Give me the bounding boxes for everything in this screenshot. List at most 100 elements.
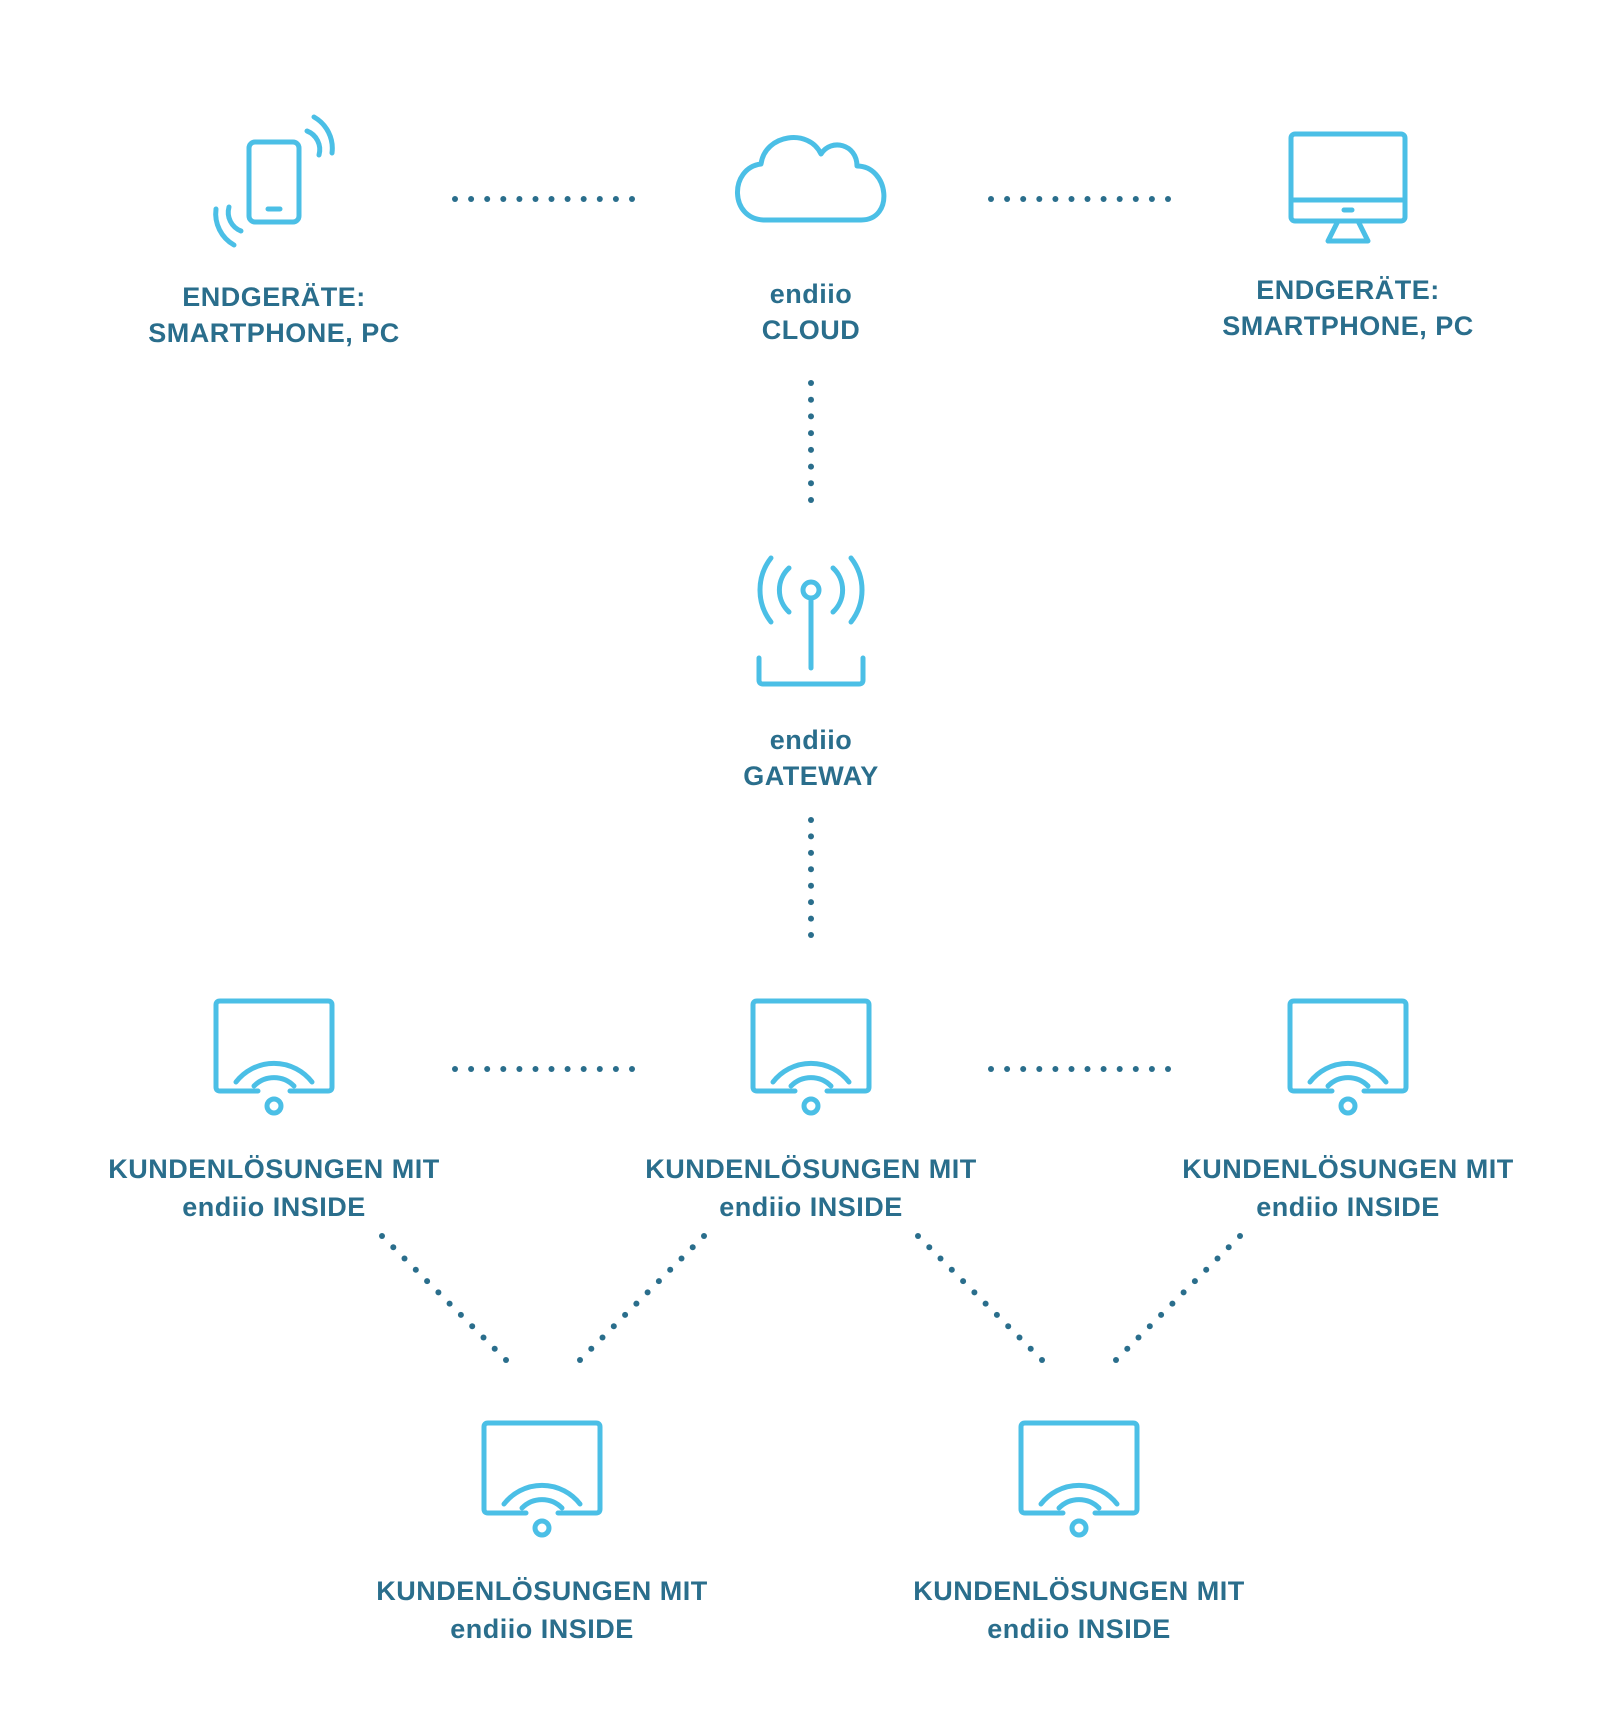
connector-dot: [808, 866, 814, 873]
connector-dot: [915, 1233, 921, 1239]
connector-dot: [1158, 1311, 1165, 1318]
connector-dot: [452, 196, 458, 202]
connector-dot: [612, 1066, 619, 1072]
connector-dot: [808, 430, 814, 437]
connector-dot: [960, 1278, 967, 1285]
connector-dot: [599, 1334, 606, 1341]
connector-dot: [580, 1066, 587, 1072]
cloud-icon: [735, 135, 887, 223]
connector-dot: [532, 1066, 539, 1072]
connector-dot: [548, 1066, 555, 1072]
label-phone-line2: SMARTPHONE, PC: [148, 318, 400, 348]
label-customer-3-line2: endiio INSIDE: [1256, 1192, 1440, 1222]
dots-phone-cloud: [452, 196, 635, 202]
connector-dot: [516, 196, 523, 202]
connector-dot: [457, 1311, 464, 1318]
connector-dot: [622, 1311, 629, 1318]
label-customer-4-line1: KUNDENLÖSUNGEN MIT: [376, 1576, 708, 1606]
connector-dot: [1146, 1323, 1153, 1330]
dots-cloud-gateway: [808, 380, 814, 503]
connector-dot: [1148, 1066, 1155, 1072]
connector-dot: [678, 1255, 685, 1262]
connector-dot: [808, 882, 814, 889]
connector-dot: [982, 1300, 989, 1307]
label-phone-line1: ENDGERÄTE:: [182, 282, 366, 312]
connector-dot: [633, 1300, 640, 1307]
connector-dot: [596, 196, 603, 202]
label-customer-1-line2: endiio INSIDE: [182, 1192, 366, 1222]
connector-dot: [808, 817, 814, 823]
connector-dot: [1113, 1357, 1119, 1363]
connector-dot: [1148, 196, 1155, 202]
wifi-device-icon: [213, 998, 335, 1116]
connector-dot: [1016, 1334, 1023, 1341]
dots-customer-2-customer-4: [577, 1233, 707, 1363]
connector-dot: [1214, 1255, 1221, 1262]
connector-dot: [948, 1266, 955, 1273]
connector-dot: [1052, 1066, 1059, 1072]
dots-customer-2-customer-3: [988, 1066, 1171, 1072]
connector-dot: [1036, 1066, 1043, 1072]
label-gateway-line1: endiio: [770, 725, 853, 755]
dots-customer-3-customer-5: [1113, 1233, 1243, 1363]
connector-dot: [701, 1233, 707, 1239]
connector-dot: [480, 1334, 487, 1341]
connector-dot: [988, 196, 994, 202]
connector-dot: [1169, 1300, 1176, 1307]
connector-dot: [484, 196, 491, 202]
connector-dot: [500, 1066, 507, 1072]
connector-dot: [468, 1066, 475, 1072]
monitor-icon: [1288, 131, 1408, 244]
label-pc-line2: SMARTPHONE, PC: [1222, 311, 1474, 341]
dots-customer-2-customer-5: [915, 1233, 1045, 1363]
connector-dot: [1005, 1323, 1012, 1330]
connector-dot: [469, 1323, 476, 1330]
connector-dot: [1068, 196, 1075, 202]
connector-dot: [808, 396, 814, 403]
connector-dot: [484, 1066, 491, 1072]
connector-dot: [808, 932, 814, 938]
connector-dot: [1020, 1066, 1027, 1072]
connector-dot: [452, 1066, 458, 1072]
dots-customer-1-customer-4: [379, 1233, 509, 1363]
connector-dot: [1068, 1066, 1075, 1072]
connector-dot: [1165, 196, 1171, 202]
label-customer-1-line1: KUNDENLÖSUNGEN MIT: [108, 1154, 440, 1184]
connector-dot: [424, 1278, 431, 1285]
connector-dot: [667, 1266, 674, 1273]
connector-dot: [412, 1266, 419, 1273]
dots-customer-1-customer-2: [452, 1066, 635, 1072]
connector-dot: [937, 1255, 944, 1262]
connector-dot: [808, 413, 814, 420]
label-pc-line1: ENDGERÄTE:: [1256, 275, 1440, 305]
connector-dot: [988, 1066, 994, 1072]
connector-dot: [808, 849, 814, 856]
connector-dot: [689, 1244, 696, 1251]
wifi-device-icon: [750, 998, 872, 1116]
connector-dot: [500, 196, 507, 202]
connector-dot: [548, 196, 555, 202]
connector-dot: [516, 1066, 523, 1072]
label-customer-4-line2: endiio INSIDE: [450, 1614, 634, 1644]
connector-dot: [580, 196, 587, 202]
connector-dot: [808, 463, 814, 470]
connector-dot: [808, 480, 814, 487]
connector-dot: [596, 1066, 603, 1072]
dots-cloud-pc: [988, 196, 1171, 202]
label-customer-5-line2: endiio INSIDE: [987, 1614, 1171, 1644]
connector-dot: [1203, 1266, 1210, 1273]
connector-dot: [808, 446, 814, 453]
connector-dot: [1020, 196, 1027, 202]
connector-dot: [435, 1289, 442, 1296]
connector-dot: [1132, 196, 1139, 202]
label-cloud-line2: CLOUD: [762, 315, 861, 345]
connector-dot: [446, 1300, 453, 1307]
connector-dot: [577, 1357, 583, 1363]
label-cloud-line1: endiio: [770, 279, 853, 309]
connector-dot: [629, 196, 635, 202]
connector-dot: [1100, 196, 1107, 202]
label-gateway-line2: GATEWAY: [743, 761, 879, 791]
antenna-icon: [756, 555, 866, 687]
label-customer-2-line1: KUNDENLÖSUNGEN MIT: [645, 1154, 977, 1184]
